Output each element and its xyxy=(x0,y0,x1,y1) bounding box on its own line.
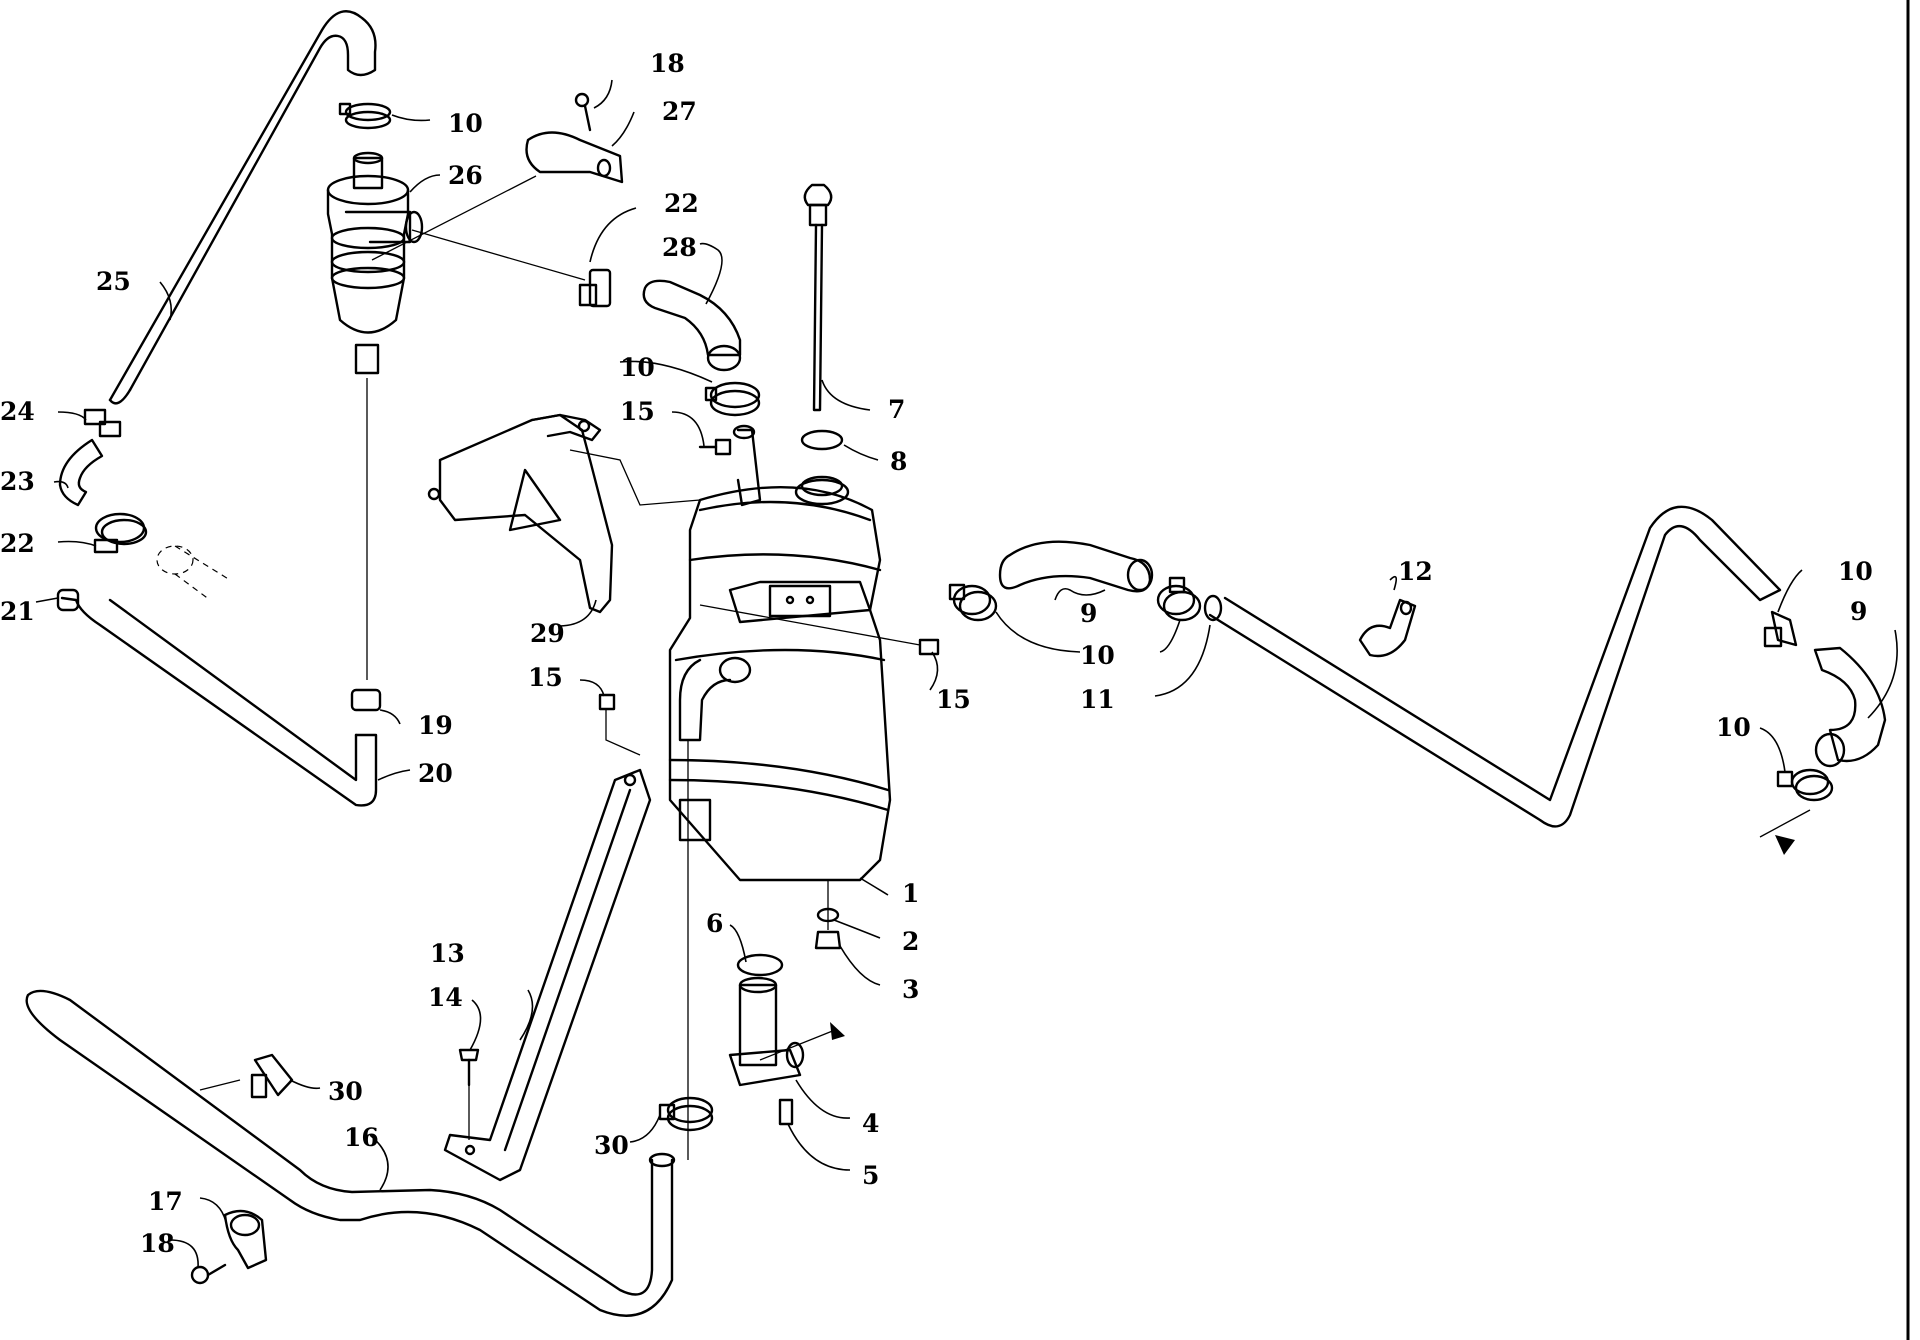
screw-5 xyxy=(778,1098,794,1126)
connector-19 xyxy=(350,688,382,712)
drain-fitting-4 xyxy=(728,976,805,1087)
hose-20-21 xyxy=(56,588,378,807)
callout-c4: 4 xyxy=(862,1109,879,1138)
leader-bracket-filter xyxy=(371,175,537,261)
callout-c10a: 10 xyxy=(448,109,483,138)
callout-c12: 12 xyxy=(1398,557,1433,586)
callout-c29: 29 xyxy=(530,619,565,648)
clamp-22-left xyxy=(93,512,148,554)
clamp-30-lower xyxy=(658,1096,714,1132)
callout-c30a: 30 xyxy=(328,1077,363,1106)
clamp-30-left xyxy=(199,1053,294,1099)
elbow-28 xyxy=(642,279,742,372)
callout-c14: 14 xyxy=(428,983,463,1012)
leader-bracket-tank xyxy=(569,449,701,506)
callout-c26: 26 xyxy=(448,161,483,190)
callout-c22b: 22 xyxy=(0,529,35,558)
callout-c1: 1 xyxy=(902,879,919,908)
callout-c2: 2 xyxy=(902,927,919,956)
callout-c19: 19 xyxy=(418,711,453,740)
leader-lines xyxy=(35,79,1898,1269)
callout-c17: 17 xyxy=(148,1187,183,1216)
clamp-12 xyxy=(1358,598,1417,658)
callout-c8: 8 xyxy=(890,447,907,476)
callout-c10c: 10 xyxy=(1838,557,1873,586)
callout-c15b: 15 xyxy=(528,663,563,692)
callout-c11: 11 xyxy=(1080,685,1115,714)
callout-c18b: 18 xyxy=(140,1229,175,1258)
support-brace-13 xyxy=(443,768,652,1182)
callout-c10b: 10 xyxy=(620,353,655,382)
clamp-10-mid xyxy=(704,381,761,417)
bolt-3 xyxy=(814,930,842,950)
callout-c9b: 9 xyxy=(1850,597,1867,626)
clamp-10-top xyxy=(338,102,392,130)
clamp-10-right-upper xyxy=(1763,610,1798,648)
callout-c27: 27 xyxy=(662,97,697,126)
callout-c6: 6 xyxy=(706,909,723,938)
clamp-22-mid xyxy=(578,268,612,308)
direction-arrow-lower xyxy=(759,1022,845,1061)
clamp-17 xyxy=(223,1209,268,1270)
hose-11 xyxy=(1203,505,1782,828)
callout-c22a: 22 xyxy=(664,189,699,218)
callout-c23: 23 xyxy=(0,467,35,496)
callout-c21: 21 xyxy=(0,597,35,626)
clamp-10-right-of-hose9 xyxy=(1156,576,1202,622)
bolt-15-top xyxy=(698,438,732,456)
callout-c30b: 30 xyxy=(594,1131,629,1160)
direction-arrow-right xyxy=(1759,809,1811,855)
bolt-15-right xyxy=(699,604,940,656)
callout-c25: 25 xyxy=(96,267,131,296)
callout-c15c: 15 xyxy=(936,685,971,714)
hose-16 xyxy=(25,989,676,1317)
clamp-10-left-of-hose9 xyxy=(948,583,998,622)
callout-c15a: 15 xyxy=(620,397,655,426)
callout-c3: 3 xyxy=(902,975,919,1004)
bolt-15-lower xyxy=(598,693,641,756)
leader-filter-clamp xyxy=(411,229,586,281)
callout-c28: 28 xyxy=(662,233,697,262)
oring-6 xyxy=(736,953,784,977)
screw-18-bottom xyxy=(190,1263,227,1285)
hose-end-ghost xyxy=(156,545,231,601)
callout-c18a: 18 xyxy=(650,49,685,78)
callout-c10e: 10 xyxy=(1716,713,1751,742)
mount-bracket xyxy=(427,413,614,614)
oring-8 xyxy=(800,429,844,451)
dipstick-7 xyxy=(803,183,833,412)
callout-c16: 16 xyxy=(344,1123,379,1152)
callout-c5: 5 xyxy=(862,1161,879,1190)
callout-c9a: 9 xyxy=(1080,599,1097,628)
clamp-10-right-lower xyxy=(1776,768,1834,802)
elbow-9-right xyxy=(1813,646,1887,768)
bracket-27 xyxy=(525,92,624,184)
bolt-14 xyxy=(458,1048,480,1140)
hose-25 xyxy=(108,10,377,405)
callout-c7: 7 xyxy=(888,395,905,424)
hose-9-short xyxy=(998,540,1154,593)
oil-tank-1 xyxy=(668,424,892,882)
filter-26 xyxy=(326,151,424,375)
callout-c24: 24 xyxy=(0,397,35,426)
callout-c13: 13 xyxy=(430,939,465,968)
callout-c20: 20 xyxy=(418,759,453,788)
callout-c10d: 10 xyxy=(1080,641,1115,670)
elbow-23 xyxy=(58,408,122,507)
